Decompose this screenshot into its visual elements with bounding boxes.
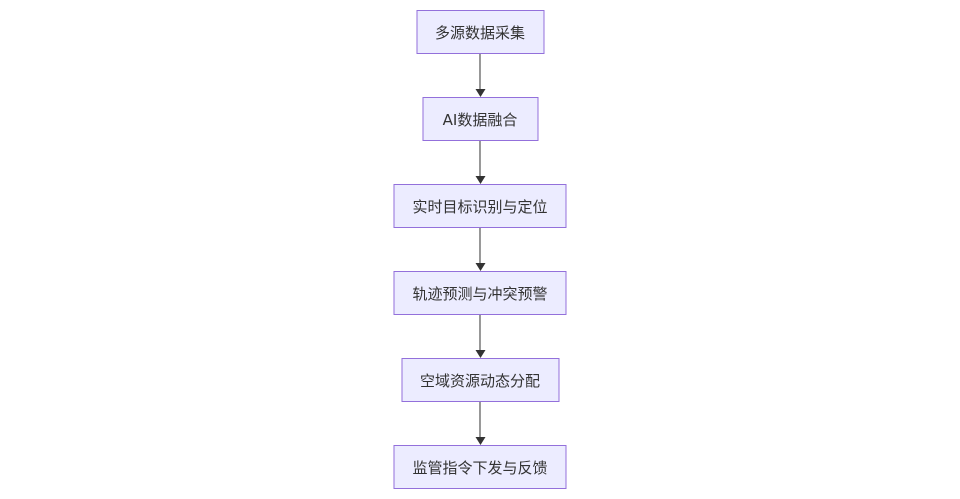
arrow-down-icon — [474, 176, 485, 184]
connector-line — [479, 54, 481, 89]
arrow-down-icon — [474, 263, 485, 271]
flow-connector-5 — [474, 402, 485, 445]
connector-line — [479, 315, 481, 350]
flow-connector-3 — [474, 228, 485, 271]
flow-node-label: 实时目标识别与定位 — [412, 197, 548, 216]
flowchart-column: 多源数据采集 AI数据融合 实时目标识别与定位 轨迹预测与冲突预警 — [393, 10, 567, 489]
connector-line — [479, 228, 481, 263]
flow-connector-1 — [474, 54, 485, 97]
flow-node-label: 空域资源动态分配 — [419, 371, 541, 390]
flow-node-label: 监管指令下发与反馈 — [412, 458, 548, 477]
connector-line — [479, 402, 481, 437]
flow-node-airspace-allocation: 空域资源动态分配 — [400, 358, 560, 402]
flow-node-ai-fusion: AI数据融合 — [421, 97, 538, 141]
flow-node-data-collection: 多源数据采集 — [415, 10, 545, 54]
arrow-down-icon — [474, 437, 485, 445]
connector-line — [479, 141, 481, 176]
flow-node-label: 轨迹预测与冲突预警 — [412, 284, 548, 303]
flow-node-regulatory-feedback: 监管指令下发与反馈 — [393, 445, 567, 489]
arrow-down-icon — [474, 89, 485, 97]
flow-node-target-recognition: 实时目标识别与定位 — [393, 184, 567, 228]
flow-node-label: 多源数据采集 — [434, 23, 526, 42]
flow-node-trajectory-prediction: 轨迹预测与冲突预警 — [393, 271, 567, 315]
flow-node-label: AI数据融合 — [442, 110, 518, 129]
flow-connector-2 — [474, 141, 485, 184]
arrow-down-icon — [474, 350, 485, 358]
flow-connector-4 — [474, 315, 485, 358]
